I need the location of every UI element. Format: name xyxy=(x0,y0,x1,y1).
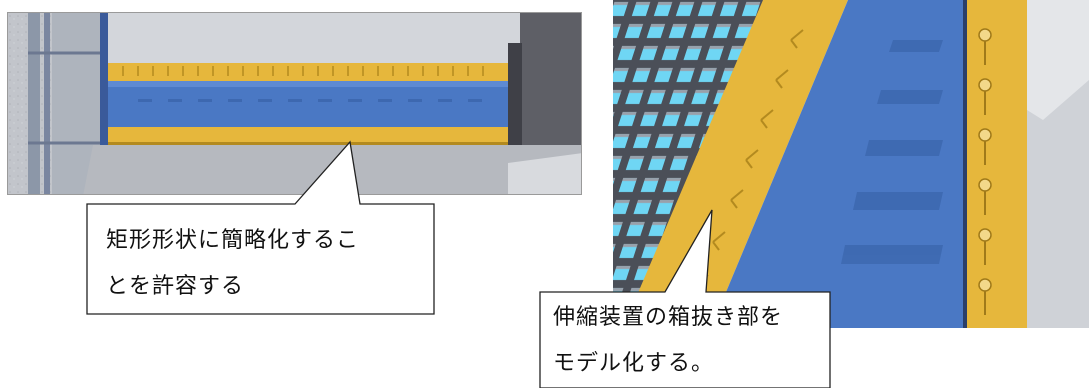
expansion-joint-detail-icon xyxy=(613,0,1089,328)
expansion-joint-render-icon xyxy=(8,13,581,194)
right-callout-text: 伸縮装置の箱抜き部を モデル化する。 xyxy=(553,305,784,376)
left-callout-box xyxy=(86,140,435,315)
left-callout-text: 矩形形状に簡略化するこ とを許容する xyxy=(106,228,360,299)
right-callout-box xyxy=(539,209,831,388)
left-model-render xyxy=(7,12,582,195)
right-model-render xyxy=(613,0,1089,328)
